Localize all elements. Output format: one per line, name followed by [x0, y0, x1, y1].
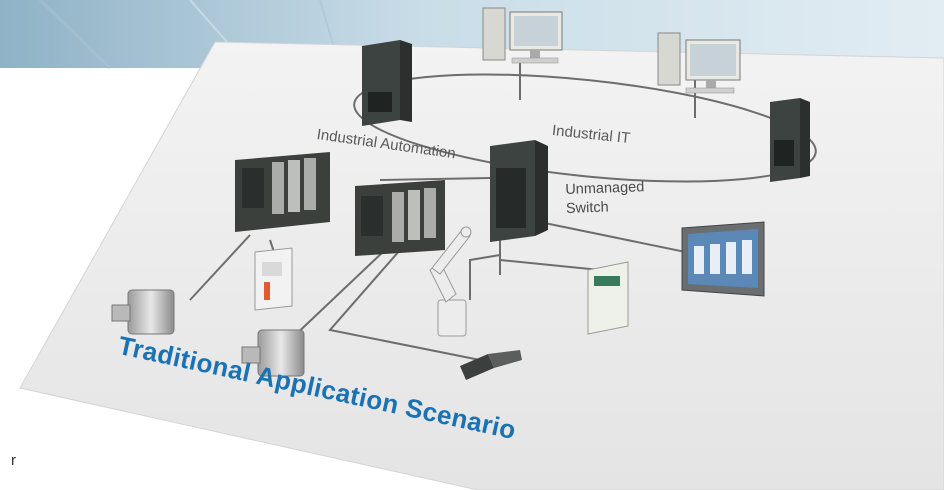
io-module [587, 261, 629, 335]
industrial-it-ring [353, 73, 817, 183]
label-unmanaged-switch: Unmanaged Switch [565, 178, 645, 219]
managed-switch-left [362, 40, 412, 126]
managed-switch-right [770, 98, 810, 182]
plc-controller-2 [355, 180, 445, 256]
unmanaged-switch [490, 140, 548, 242]
motor-drive [254, 247, 293, 311]
robot-arm [429, 226, 472, 337]
network-cables [189, 58, 701, 361]
desktop-computer-2 [657, 32, 741, 94]
plc-controller-1 [235, 152, 330, 232]
hmi-panel [681, 221, 765, 297]
edge-text-fragment: r [11, 452, 16, 469]
label-unmanaged-line1: Unmanaged [565, 179, 645, 198]
gripper-tool [460, 350, 522, 380]
servo-motor-2 [241, 329, 305, 377]
desktop-computer-1 [482, 7, 563, 64]
servo-motor-1 [111, 289, 175, 335]
platform [19, 41, 944, 490]
label-unmanaged-line2: Switch [565, 199, 609, 217]
